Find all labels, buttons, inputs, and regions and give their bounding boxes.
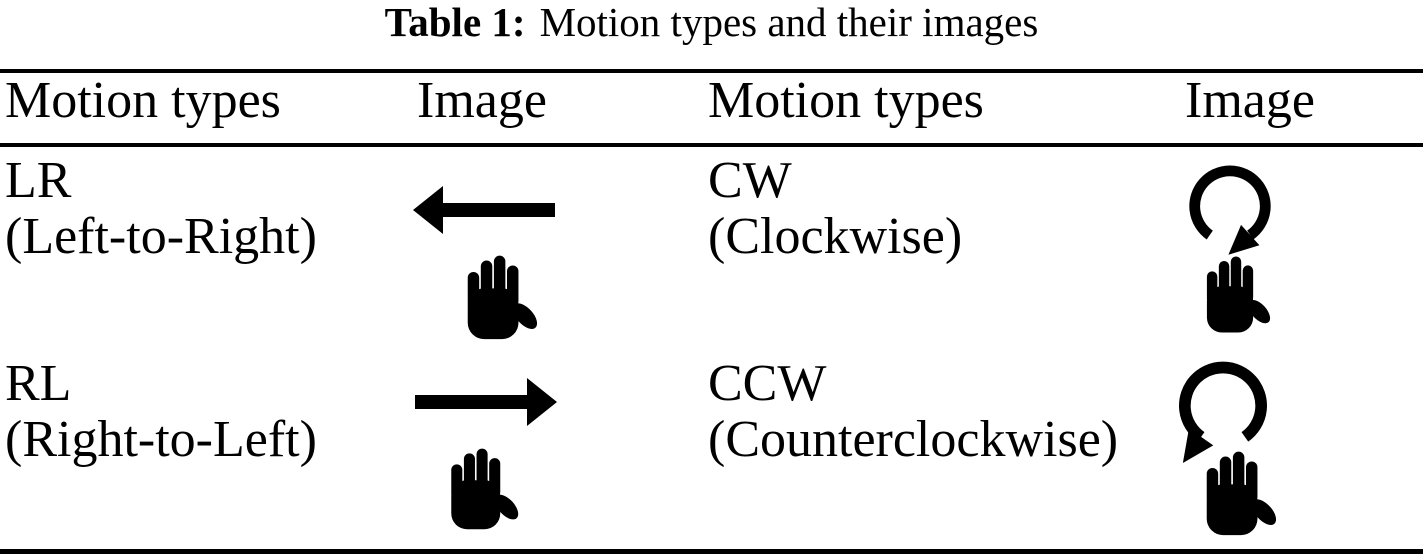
cell-motion-type-rl: RL (Right-to-Left) <box>5 356 317 468</box>
motion-name-lr: (Left-to-Right) <box>5 208 317 265</box>
column-header-motion-types-2: Motion types <box>708 72 984 129</box>
motion-name-ccw: (Counterclockwise) <box>708 411 1119 468</box>
motion-name-rl: (Right-to-Left) <box>5 411 317 468</box>
motion-code-rl: RL <box>5 355 72 412</box>
counterclockwise-rotation-arrow-icon <box>1170 359 1276 465</box>
clockwise-rotation-arrow-icon <box>1181 163 1279 261</box>
motion-name-cw: (Clockwise) <box>708 208 963 265</box>
column-header-image-2: Image <box>1185 72 1315 129</box>
table-caption-label: Table 1: <box>384 0 526 45</box>
table-header-rule <box>0 143 1423 147</box>
table-top-rule <box>0 69 1423 73</box>
raised-hand-icon <box>457 254 539 344</box>
cell-motion-type-lr: LR (Left-to-Right) <box>5 153 317 265</box>
raised-hand-icon <box>441 447 520 534</box>
cell-motion-type-ccw: CCW (Counterclockwise) <box>708 356 1118 468</box>
cell-motion-type-cw: CW (Clockwise) <box>708 153 962 265</box>
motion-code-cw: CW <box>708 152 792 209</box>
left-arrow-icon <box>413 186 555 234</box>
motion-code-lr: LR <box>5 152 72 209</box>
column-header-motion-types-1: Motion types <box>5 72 281 129</box>
raised-hand-icon <box>1196 450 1278 540</box>
motion-code-ccw: CCW <box>708 355 827 412</box>
raised-hand-icon <box>1197 255 1272 337</box>
right-arrow-icon <box>415 378 557 426</box>
column-header-image-1: Image <box>417 72 547 129</box>
table-caption: Table 1: Motion types and their images <box>0 0 1423 46</box>
table-caption-text: Motion types and their images <box>539 0 1039 45</box>
table-bottom-rule <box>0 549 1423 554</box>
